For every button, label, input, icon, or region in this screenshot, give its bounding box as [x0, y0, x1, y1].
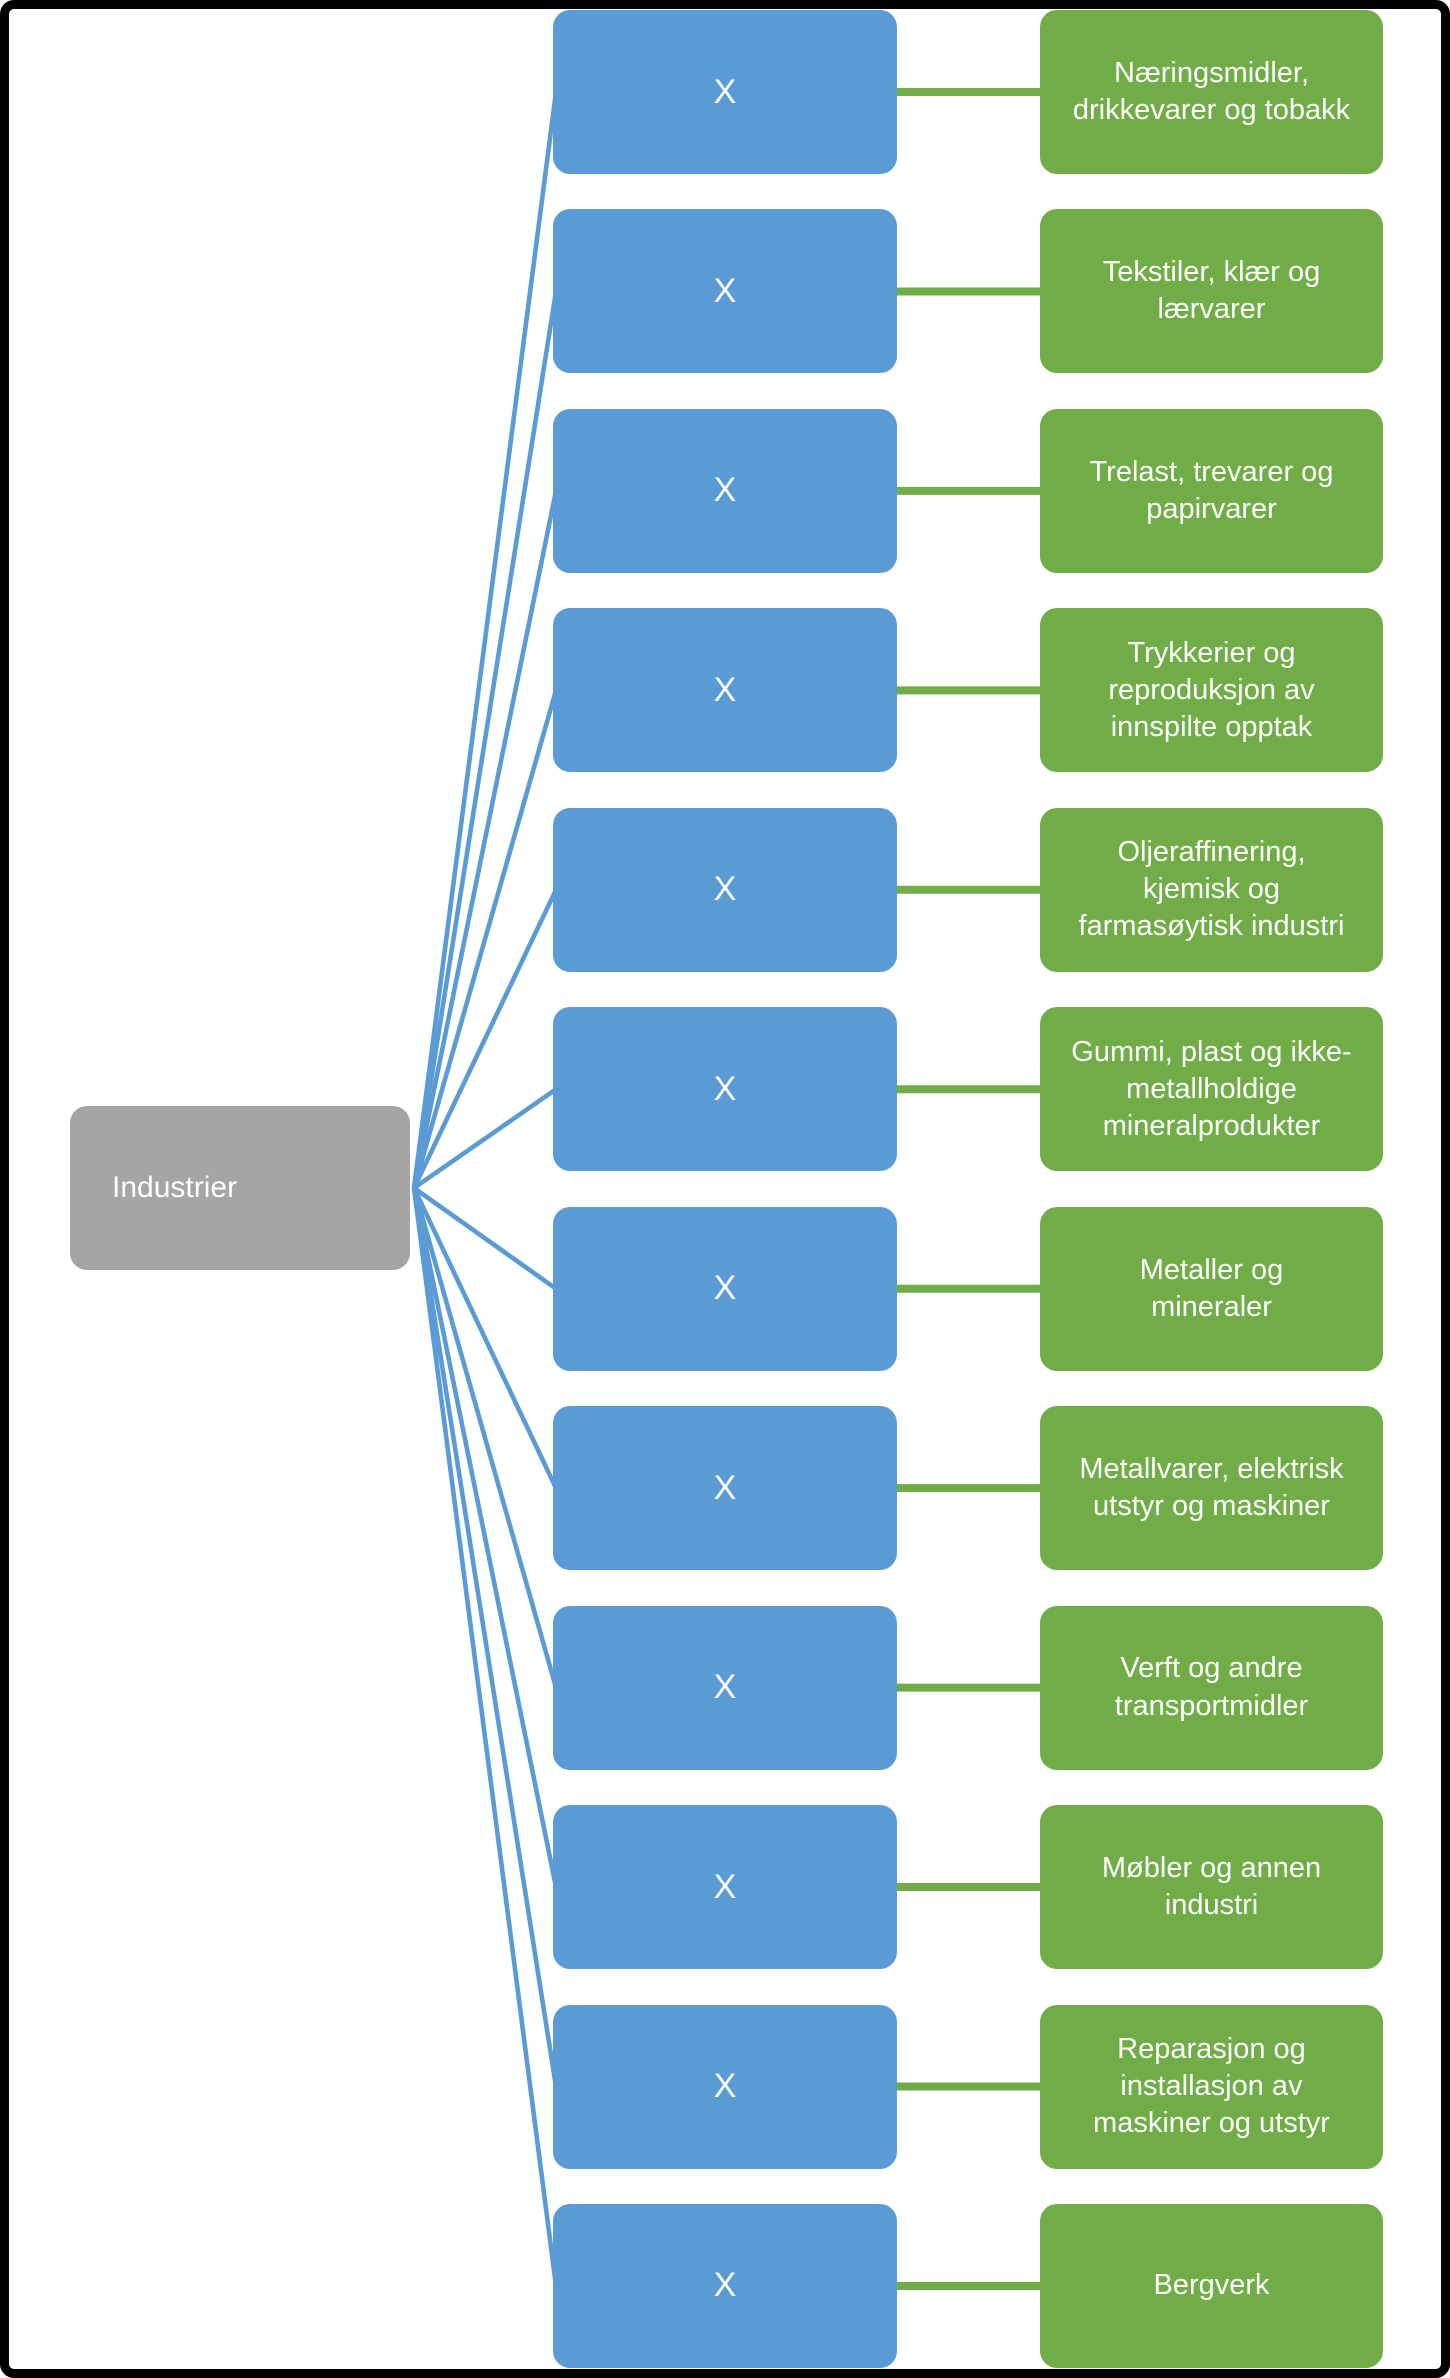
category-node-label: Reparasjon og installasjon av maskiner o… [1093, 2032, 1330, 2140]
category-node-label: Metallvarer, elektrisk utstyr og maskine… [1079, 1453, 1344, 1523]
category-node: Gummi, plast og ikke- metallholdige mine… [1040, 1007, 1383, 1172]
category-node-label: Metaller og mineraler [1139, 1253, 1284, 1323]
mid-node-x: X [553, 209, 897, 374]
diagram-row: X Møbler og annen industri [0, 1805, 1450, 1970]
root-node-industrier: Industrier [70, 1106, 410, 1270]
diagram-row: X Gummi, plast og ikke- metallholdige mi… [0, 1007, 1450, 1172]
category-node: Oljeraffinering, kjemisk og farmasøytisk… [1040, 807, 1383, 972]
category-node-label: Gummi, plast og ikke- metallholdige mine… [1071, 1035, 1352, 1142]
mid-node-x: X [553, 1206, 897, 1371]
category-node: Tekstiler, klær og lærvarer [1040, 209, 1383, 374]
diagram-row: X Tekstiler, klær og lærvarer [0, 209, 1450, 374]
diagram-row: X Verft og andre transportmidler [0, 1605, 1450, 1770]
diagram-row: X Trykkerier og reproduksjon av innspilt… [0, 608, 1450, 773]
diagram-row: X Metallvarer, elektrisk utstyr og maski… [0, 1406, 1450, 1571]
diagram-row: X Trelast, trevarer og papirvarer [0, 408, 1450, 573]
mid-node-label: X [713, 1867, 737, 1906]
mid-node-x: X [553, 1605, 897, 1770]
diagram-row: X Metaller og mineraler [0, 1206, 1450, 1371]
category-node: Verft og andre transportmidler [1040, 1605, 1383, 1770]
mid-node-label: X [713, 2266, 737, 2305]
mid-node-label: X [713, 72, 737, 111]
mid-node-label: X [713, 1069, 737, 1108]
category-node-label: Verft og andre transportmidler [1114, 1652, 1309, 1722]
mid-node-label: X [713, 1269, 737, 1308]
root-node-label: Industrier [112, 1171, 238, 1204]
category-node: Møbler og annen industri [1040, 1805, 1383, 1970]
mid-node-label: X [713, 471, 737, 510]
category-node-label: Trelast, trevarer og papirvarer [1089, 455, 1334, 525]
mid-node-label: X [713, 271, 737, 310]
category-node: Trykkerier og reproduksjon av innspilte … [1040, 608, 1383, 773]
mid-node-x: X [553, 1007, 897, 1172]
mid-node-label: X [713, 1668, 737, 1707]
mid-node-label: X [713, 870, 737, 909]
category-node: Næringsmidler, drikkevarer og tobakk [1040, 10, 1383, 174]
mid-node-x: X [553, 2004, 897, 2169]
category-node-label: Oljeraffinering, kjemisk og farmasøytisk… [1078, 836, 1345, 943]
mid-node-x: X [553, 807, 897, 972]
mid-node-x: X [553, 2203, 897, 2368]
mid-node-x: X [553, 408, 897, 573]
diagram-row: X Reparasjon og installasjon av maskiner… [0, 2004, 1450, 2169]
mid-node-x: X [553, 608, 897, 773]
mid-node-x: X [553, 10, 897, 174]
mid-node-label: X [713, 2067, 737, 2105]
mid-node-x: X [553, 1805, 897, 1970]
mid-node-label: X [713, 1468, 737, 1507]
mid-node-x: X [553, 1406, 897, 1571]
category-node-label: Næringsmidler, drikkevarer og tobakk [1072, 56, 1351, 126]
category-node: Bergverk [1040, 2203, 1383, 2368]
category-node-label: Møbler og annen industri [1101, 1851, 1322, 1922]
diagram-row: X Oljeraffinering, kjemisk og farmasøyti… [0, 807, 1450, 972]
category-node-label: Tekstiler, klær og lærvarer [1102, 256, 1321, 326]
category-node-label: Trykkerier og reproduksjon av innspilte … [1108, 636, 1315, 743]
category-node: Trelast, trevarer og papirvarer [1040, 408, 1383, 573]
diagram-row: X Næringsmidler, drikkevarer og tobakk [0, 10, 1450, 174]
diagram-row: X Bergverk [0, 2203, 1450, 2368]
category-node: Metallvarer, elektrisk utstyr og maskine… [1040, 1406, 1383, 1571]
category-node-label: Bergverk [1153, 2269, 1270, 2302]
category-node: Reparasjon og installasjon av maskiner o… [1040, 2004, 1383, 2169]
mid-node-label: X [713, 670, 737, 709]
category-node: Metaller og mineraler [1040, 1206, 1383, 1371]
